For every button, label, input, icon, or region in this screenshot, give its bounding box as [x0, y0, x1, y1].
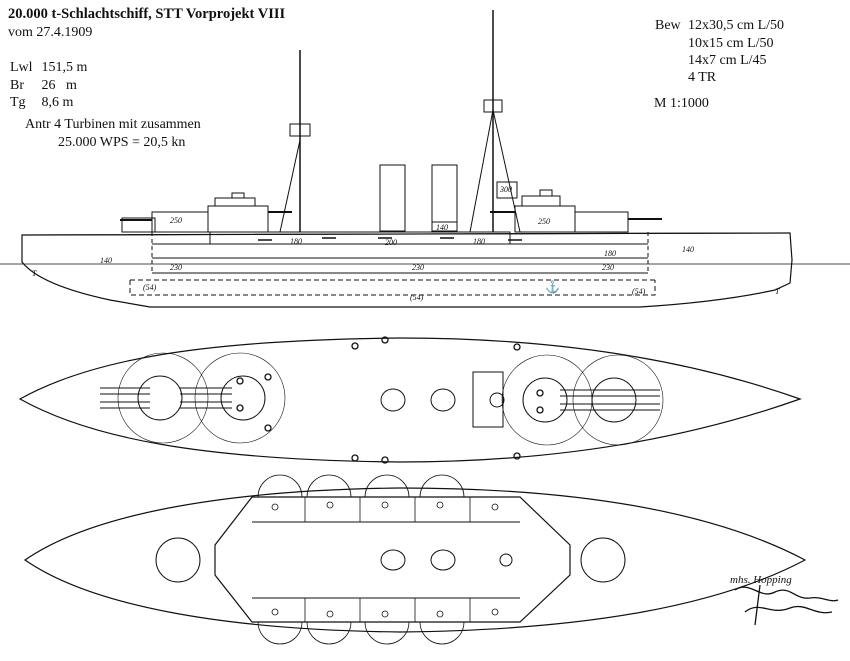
side-elevation: ⚓	[0, 10, 850, 308]
propulsion-line-2: 25.000 WPS = 20,5 kn	[58, 135, 186, 150]
uptake-aft	[430, 549, 456, 571]
funnel-plan-aft	[430, 388, 456, 412]
armor-label-250-aft: 250	[538, 217, 550, 226]
armor-label-140-stern: 140	[682, 245, 694, 254]
barbette-fore	[155, 537, 201, 583]
citadel-outline	[214, 496, 571, 623]
lower-deck-plan	[23, 474, 807, 645]
fore-turret-a	[121, 217, 156, 233]
signature: mhs. Hopping	[730, 574, 839, 626]
armor-label-200: 200	[385, 238, 397, 247]
hull-side	[21, 232, 793, 308]
fore-turrets-plan	[100, 352, 286, 444]
armor-label-140-deck: 140	[436, 223, 448, 232]
armor-deck-dashed	[129, 280, 656, 296]
aft-turrets-plan	[501, 354, 664, 446]
lower-hull-outline	[23, 487, 807, 633]
main-mast-plan	[489, 392, 505, 408]
central-deckhouse	[209, 231, 511, 245]
spec-draught: Tg 8,6 m	[10, 95, 73, 111]
upper-deck-line	[21, 232, 791, 236]
armor-label-300: 300	[499, 185, 512, 194]
mast-step	[499, 553, 513, 567]
torpedo-label-aft: T	[775, 287, 780, 296]
funnel-plan-fore	[380, 388, 406, 412]
aft-bridge-plan	[472, 371, 504, 428]
armor-label-250-fore: 250	[170, 216, 182, 225]
drawing-scale: M 1:1000	[654, 96, 709, 111]
propulsion-line-1: Antr 4 Turbinen mit zusammen	[25, 117, 201, 132]
secondary-guns-plan	[236, 336, 544, 464]
main-mast-strut-a	[469, 109, 494, 233]
funnel-base	[431, 221, 458, 233]
funnel-fore	[379, 164, 406, 232]
armament-label: Bew	[655, 18, 681, 33]
spec-beam-value: 26 m	[41, 78, 77, 93]
fore-turret-b-top	[214, 197, 256, 206]
torpedo-label-fore: T	[32, 269, 37, 278]
aft-rangefinder	[539, 189, 553, 197]
armor-label-180-a: 180	[290, 237, 302, 246]
drawing-date: vom 27.4.1909	[8, 25, 93, 40]
signature-text: mhs. Hopping	[730, 574, 792, 586]
armor-label-140-bow: 140	[100, 256, 112, 265]
armor-label-230-c: 230	[602, 263, 614, 272]
armament-tertiary: 14x7 cm L/45	[688, 53, 767, 68]
spec-length-key: Lwl	[10, 60, 33, 75]
uptake-fore	[380, 549, 406, 571]
deck-guns-side	[258, 237, 522, 241]
spec-beam-key: Br	[10, 78, 24, 93]
armor-label-230-b: 230	[412, 263, 424, 272]
armament-secondary: 10x15 cm L/50	[688, 36, 774, 51]
fore-top	[289, 123, 311, 137]
armor-label-230-a: 230	[170, 263, 182, 272]
armor-label-54-a: (54)	[143, 283, 157, 292]
fore-rangefinder	[231, 192, 245, 199]
armor-label-54-c: (54)	[632, 287, 646, 296]
fore-mast-strut	[279, 139, 301, 233]
aft-turret-b-top	[521, 195, 561, 206]
funnel-aft	[431, 164, 458, 232]
casemate-guns-plan	[257, 474, 499, 645]
armor-label-180-b: 180	[473, 237, 485, 246]
spec-draught-key: Tg	[10, 95, 26, 110]
deck-hull-outline	[18, 337, 802, 463]
armament-main: 12x30,5 cm L/50	[688, 18, 785, 33]
armor-label-54-b: (54)	[410, 293, 424, 302]
spec-length: Lwl 151,5 m	[10, 60, 87, 76]
aft-turret-a	[574, 211, 629, 233]
main-mast-strut-b	[492, 109, 521, 233]
deck-plan	[18, 336, 802, 464]
aft-bridge	[496, 181, 518, 199]
anchor-mark: ⚓	[545, 280, 560, 294]
citadel-ends	[151, 232, 649, 273]
barbette-aft	[580, 537, 626, 583]
spec-draught-value: 8,6 m	[41, 95, 74, 110]
spec-length-value: 151,5 m	[41, 60, 88, 75]
armor-label-180-c: 180	[604, 249, 616, 258]
drawing-title: 20.000 t-Schlachtschiff, STT Vorprojekt …	[8, 6, 286, 22]
fore-turret-b	[207, 205, 269, 233]
bulkheads	[304, 497, 471, 622]
armament-torpedo: 4 TR	[688, 70, 717, 85]
spec-beam: Br 26 m	[10, 78, 77, 94]
main-top	[483, 99, 503, 113]
